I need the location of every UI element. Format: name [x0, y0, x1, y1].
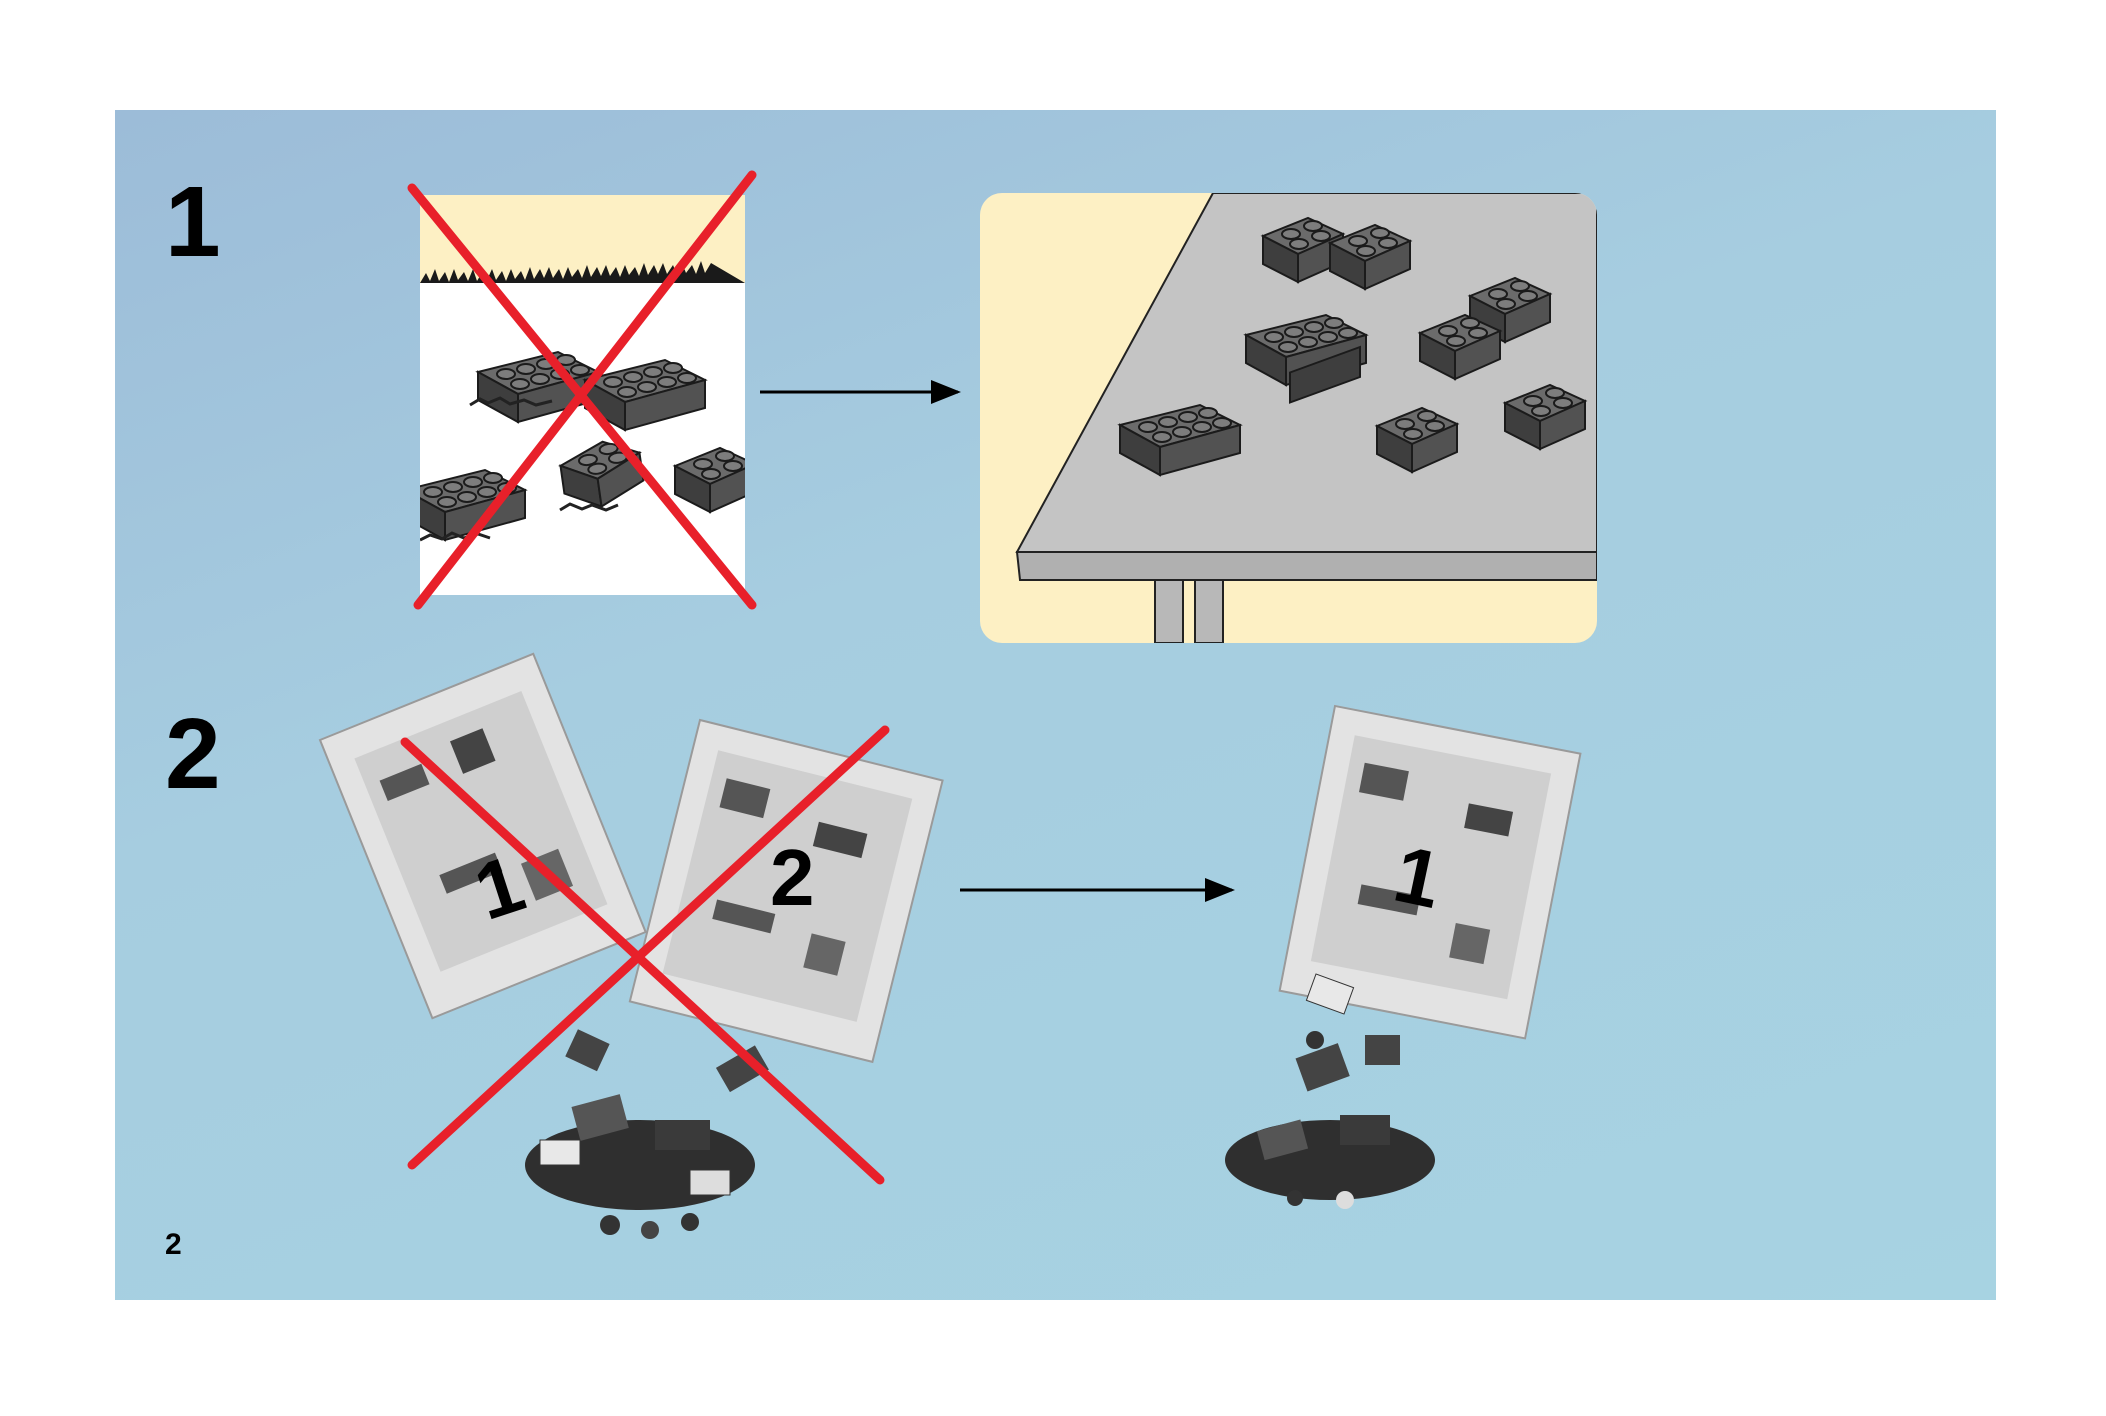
step-1-right-image [980, 193, 1597, 643]
step-2-wrong-pile-icon [525, 1029, 769, 1239]
bag-2-label: 2 [770, 833, 815, 922]
bag-1-icon [320, 654, 646, 1018]
step-2-right-image: 1 [1225, 706, 1580, 1209]
